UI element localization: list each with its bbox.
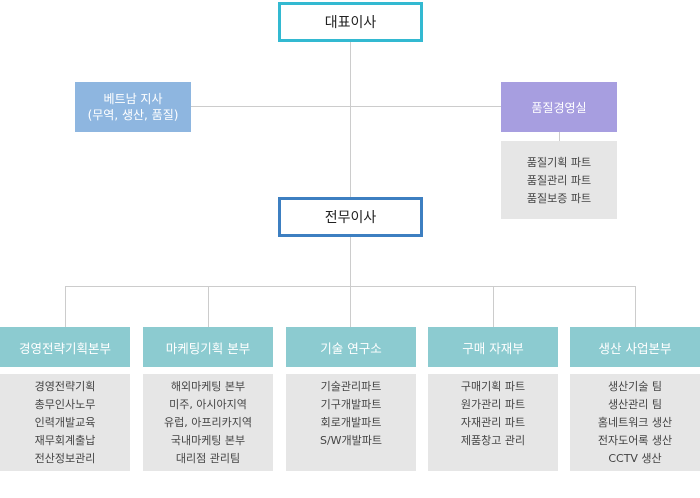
division-item: 구매기획 파트 (460, 380, 526, 393)
division-title: 경영전략기획본부 (18, 340, 111, 356)
division-item: 인력개발교육 (34, 416, 96, 429)
division-item: 회로개발파트 (320, 416, 382, 429)
division-items-marketing: 해외마케팅 본부 미주, 아시아지역 유럽, 아프리카지역 국내마케팅 본부 대… (143, 374, 273, 471)
division-items-purchasing: 구매기획 파트 원가관리 파트 자재관리 파트 제품창고 관리 (428, 374, 558, 471)
quality-item: 품질기획 파트 (526, 156, 592, 169)
division-item: 전산정보관리 (34, 452, 96, 465)
division-item: 생산관리 팀 (607, 398, 663, 411)
division-item: 전자도어록 생산 (597, 434, 673, 447)
division-item: 재무회계출납 (34, 434, 96, 447)
quality-item: 품질보증 파트 (526, 192, 592, 205)
quality-office-items: 품질기획 파트 품질관리 파트 품질보증 파트 (501, 141, 617, 219)
division-header-rnd: 기술 연구소 (286, 327, 416, 367)
vietnam-branch-sublabel: (무역, 생산, 품질) (87, 108, 179, 122)
division-header-marketing: 마케팅기획 본부 (143, 327, 273, 367)
quality-office-label: 품질경영실 (531, 100, 587, 115)
vice-president-label: 전무이사 (324, 210, 377, 226)
division-item: 기술관리파트 (320, 380, 382, 393)
division-item: S/W개발파트 (319, 434, 383, 447)
division-item: 기구개발파트 (320, 398, 382, 411)
division-item: 총무인사노무 (34, 398, 96, 411)
division-header-production: 생산 사업본부 (570, 327, 700, 367)
division-header-purchasing: 구매 자재부 (428, 327, 558, 367)
division-title: 구매 자재부 (462, 340, 524, 356)
quality-office-box: 품질경영실 (501, 82, 617, 132)
division-item: 유럽, 아프리카지역 (164, 416, 252, 429)
division-item: 경영전략기획 (34, 380, 96, 393)
division-title: 생산 사업본부 (598, 340, 672, 356)
division-header-strategy: 경영전략기획본부 (0, 327, 130, 367)
ceo-label: 대표이사 (324, 15, 377, 31)
division-item: 제품창고 관리 (460, 434, 526, 447)
ceo-box: 대표이사 (278, 2, 423, 42)
vice-president-box: 전무이사 (278, 197, 423, 237)
division-item: 미주, 아시아지역 (169, 398, 247, 411)
division-item: 원가관리 파트 (460, 398, 526, 411)
division-item: 해외마케팅 본부 (170, 380, 246, 393)
division-item: 자재관리 파트 (460, 416, 526, 429)
division-item: 생산기술 팀 (607, 380, 663, 393)
division-item: 국내마케팅 본부 (170, 434, 246, 447)
vietnam-branch-box: 베트남 지사 (무역, 생산, 품질) (75, 82, 191, 132)
division-title: 마케팅기획 본부 (165, 340, 251, 356)
vietnam-branch-label: 베트남 지사 (103, 92, 163, 106)
quality-item: 품질관리 파트 (526, 174, 592, 187)
division-items-rnd: 기술관리파트 기구개발파트 회로개발파트 S/W개발파트 (286, 374, 416, 471)
division-items-production: 생산기술 팀 생산관리 팀 홈네트워크 생산 전자도어록 생산 CCTV 생산 (570, 374, 700, 471)
division-item: CCTV 생산 (608, 452, 662, 465)
division-items-strategy: 경영전략기획 총무인사노무 인력개발교육 재무회계출납 전산정보관리 (0, 374, 130, 471)
division-item: 홈네트워크 생산 (597, 416, 673, 429)
division-title: 기술 연구소 (320, 340, 382, 356)
division-item: 대리점 관리팀 (175, 452, 241, 465)
